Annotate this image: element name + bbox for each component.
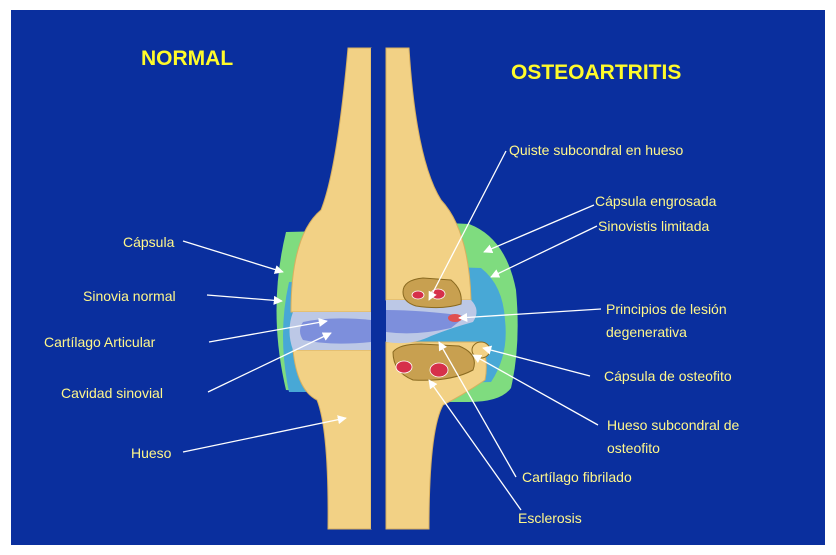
title-osteoarthritis: OSTEOARTRITIS: [511, 61, 681, 85]
femur-oa: [386, 48, 471, 300]
title-normal: NORMAL: [141, 47, 233, 71]
label-hueso: Hueso: [131, 444, 171, 462]
label-principios-lesion-2: degenerativa: [606, 323, 687, 341]
label-capsula-engrosada: Cápsula engrosada: [595, 192, 716, 210]
label-hueso-subcondral-2: osteofito: [607, 439, 660, 457]
central-divider: [371, 48, 386, 529]
label-cartilago-articular: Cartílago Articular: [44, 333, 155, 351]
label-sinovia-normal: Sinovia normal: [83, 287, 176, 305]
label-cartilago-fibrilado: Cartílago fibrilado: [522, 468, 632, 486]
cavity-normal: [300, 318, 371, 343]
slide-background: NORMAL OSTEOARTRITIS Cápsula Sinovia nor…: [11, 10, 825, 545]
tibia-normal: [293, 350, 371, 529]
femur-normal: [291, 48, 371, 312]
label-capsula-osteofito: Cápsula de osteofito: [604, 367, 732, 385]
knee-joint-diagram: [11, 10, 825, 545]
label-esclerosis: Esclerosis: [518, 509, 582, 527]
label-hueso-subcondral-1: Hueso subcondral de: [607, 416, 739, 434]
label-capsula: Cápsula: [123, 233, 174, 251]
label-quiste-subcondral: Quiste subcondral en hueso: [509, 141, 683, 159]
label-cavidad-sinovial: Cavidad sinovial: [61, 384, 163, 402]
label-principios-lesion-1: Principios de lesión: [606, 300, 727, 318]
label-sinovistis-limitada: Sinovistis limitada: [598, 217, 709, 235]
